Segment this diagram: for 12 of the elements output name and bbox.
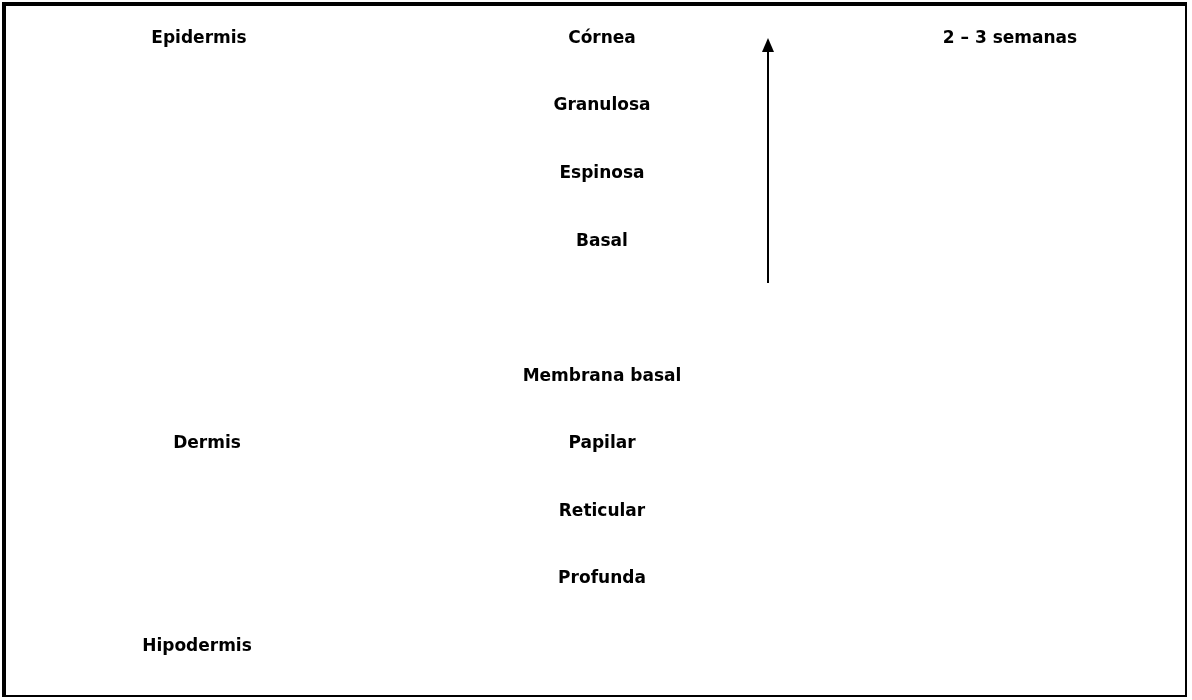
sublayer-label: Reticular <box>558 500 646 520</box>
layer-label: Dermis <box>173 432 241 452</box>
layer-label: Hipodermis <box>142 635 252 655</box>
sublayer-label: Profunda <box>558 567 646 587</box>
sublayer-label: Granulosa <box>553 94 651 114</box>
duration-label: 2 – 3 semanas <box>942 27 1078 47</box>
sublayer-label: Basal <box>576 230 628 250</box>
sublayer-label: Córnea <box>568 27 636 47</box>
sublayer-label: Membrana basal <box>522 365 682 385</box>
sublayer-label: Papilar <box>568 432 636 452</box>
layer-label: Epidermis <box>151 27 247 47</box>
sublayer-label: Espinosa <box>559 162 645 182</box>
